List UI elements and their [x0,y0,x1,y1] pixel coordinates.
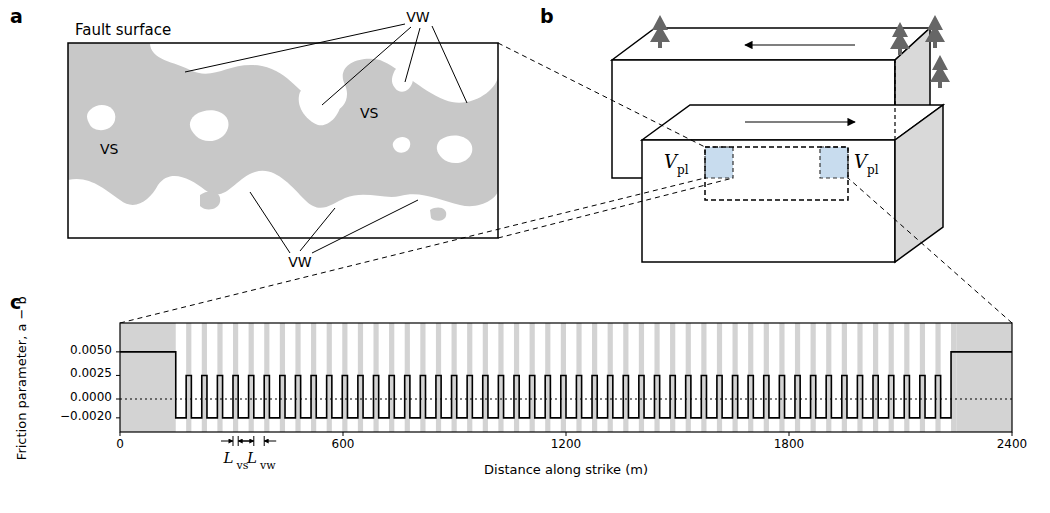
length-subscript: vs [237,460,249,472]
length-label: L [247,450,257,467]
surface-title: Fault surface [75,22,171,39]
dimension-arrow [242,441,254,442]
dimension-tick [232,436,233,446]
leader-lines [185,24,467,253]
axes-frame [120,323,1012,432]
axis-title: Friction parameter, a − b [15,296,29,460]
panel-letter: a [10,6,23,27]
vs-region [120,323,176,432]
panel-letter: b [540,6,554,27]
axis-title: Distance along strike (m) [484,463,648,477]
loading-zone [705,147,733,178]
tick-label: 0.0000 [70,391,112,404]
velocity-label: V [854,152,867,172]
loading-zone [820,147,848,178]
panel-frame [68,43,498,238]
tick-label: 1800 [774,438,805,451]
model-region [705,147,848,200]
tick-label: 0.0025 [70,367,112,380]
dimension-arrow [221,441,233,442]
tick [789,432,790,436]
length-subscript: vw [260,460,276,472]
velocity-subscript: pl [867,164,879,177]
tick [116,351,120,352]
dimension-tick [238,436,239,446]
region-label: VS [100,142,118,157]
vs-region [956,323,1012,432]
tick-label: 600 [332,438,355,451]
tick [566,432,567,436]
tick-label: −0.0020 [60,410,112,423]
region-label: VW [288,255,311,270]
velocity-subscript: pl [677,164,689,177]
tick-label: 0 [116,438,124,451]
velocity-label: V [664,152,677,172]
tick [120,432,121,436]
fault-blocks [612,28,943,262]
trees [650,15,950,88]
fault-surface [68,43,498,238]
tick-label: 2400 [997,438,1028,451]
length-label: L [224,450,234,467]
friction-chart [116,323,1012,446]
region-label: VS [360,106,378,121]
region-label: VW [406,10,429,25]
tick [116,375,120,376]
tick [116,417,120,418]
tick-label: 1200 [551,438,582,451]
step-line [120,352,1012,418]
tick-label: 0.0050 [70,344,112,357]
tick [1012,432,1013,436]
zoom-lines [120,43,1012,323]
tick [116,399,120,400]
dimension-arrow [264,441,276,442]
slip-arrows [745,45,855,122]
dimension-tick [264,436,265,446]
dimension-tick [253,436,254,446]
tick [343,432,344,436]
